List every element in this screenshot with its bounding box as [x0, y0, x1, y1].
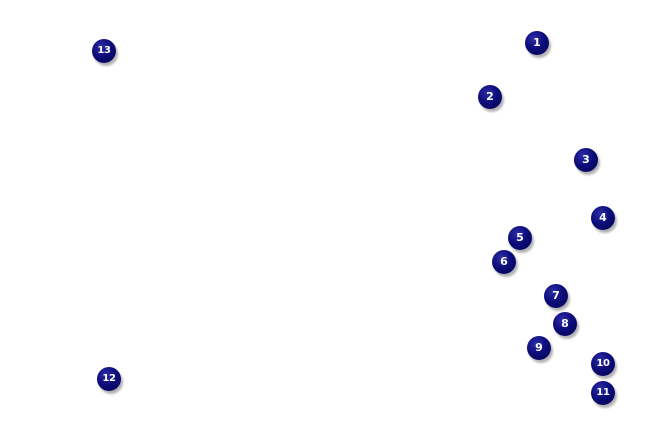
numbered-marker-4[interactable]: 4	[591, 206, 615, 230]
numbered-marker-12[interactable]: 12	[97, 367, 121, 391]
numbered-marker-10[interactable]: 10	[591, 352, 615, 376]
numbered-marker-1[interactable]: 1	[525, 31, 549, 55]
numbered-marker-11[interactable]: 11	[591, 381, 615, 405]
numbered-marker-6[interactable]: 6	[492, 250, 516, 274]
numbered-marker-7[interactable]: 7	[544, 284, 568, 308]
numbered-marker-2[interactable]: 2	[478, 85, 502, 109]
numbered-marker-13[interactable]: 13	[92, 39, 116, 63]
numbered-marker-3[interactable]: 3	[574, 148, 598, 172]
numbered-marker-9[interactable]: 9	[527, 336, 551, 360]
numbered-marker-8[interactable]: 8	[553, 312, 577, 336]
numbered-marker-5[interactable]: 5	[508, 226, 532, 250]
